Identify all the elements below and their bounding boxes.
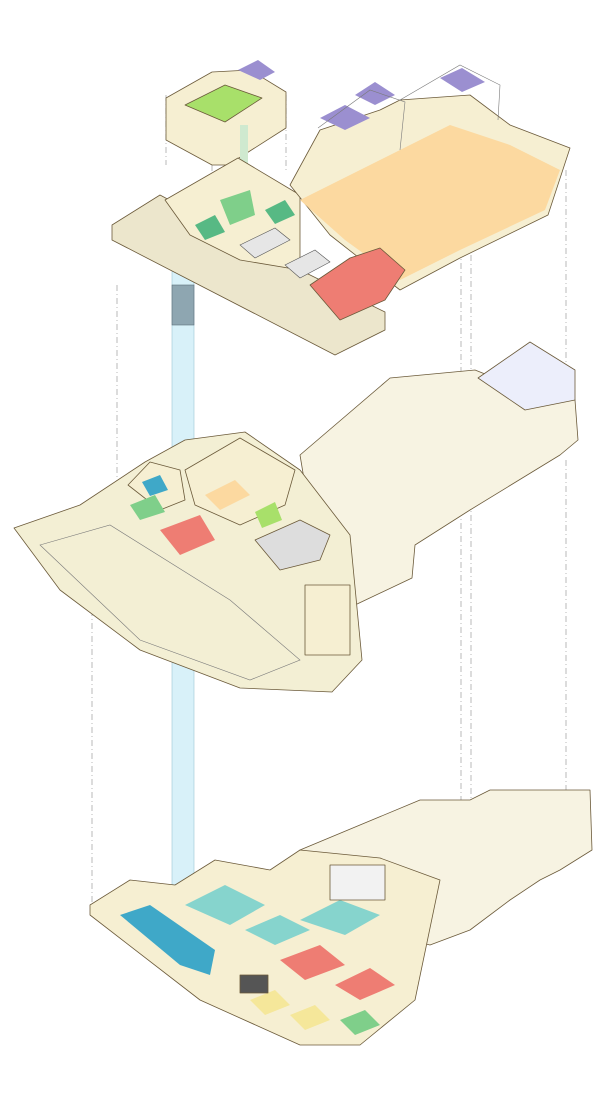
middle-floor: [13, 341, 579, 693]
lift-car: [171, 284, 195, 326]
upper-floor: [111, 60, 571, 356]
lower-floor: [89, 789, 593, 1046]
